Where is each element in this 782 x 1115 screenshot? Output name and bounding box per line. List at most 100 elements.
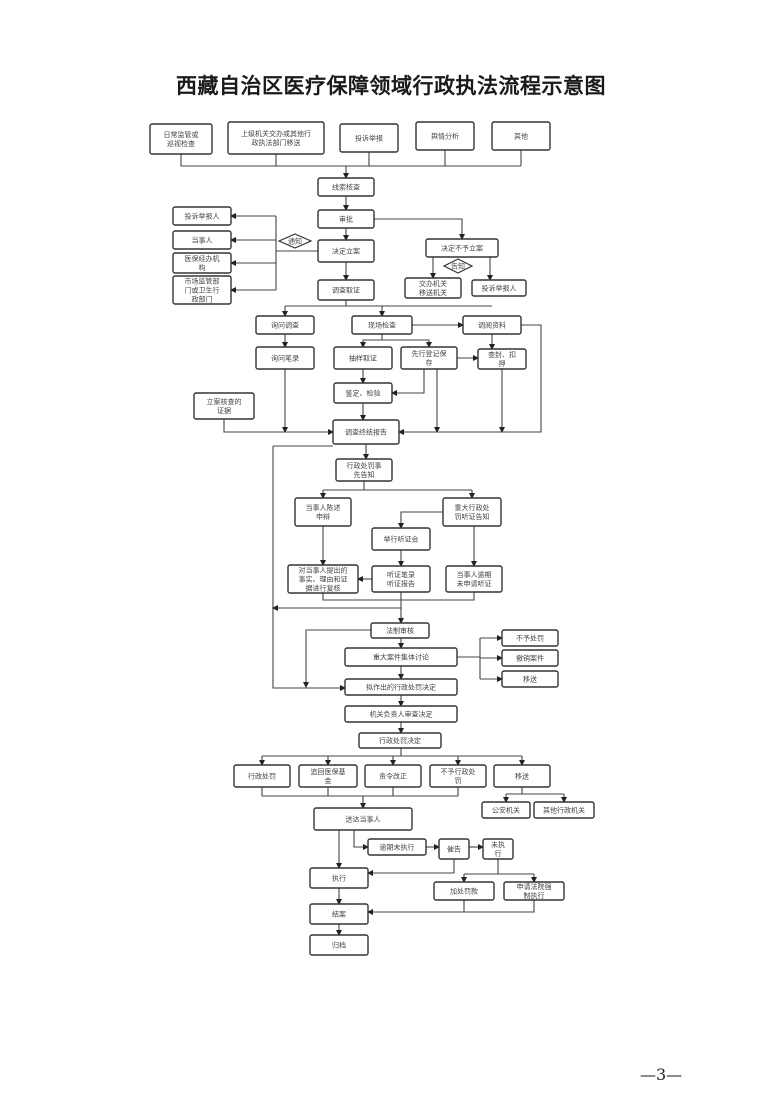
node-label: 证据 <box>217 406 231 415</box>
node-appraisal: 鉴定、检验 <box>333 382 393 404</box>
node-label: 构 <box>199 263 206 272</box>
node-label: 机关负责人审查决定 <box>370 710 433 719</box>
node-label: 法制审核 <box>386 626 414 635</box>
node-label: 听证报告 <box>387 579 415 588</box>
node-label: 罚 <box>455 777 462 785</box>
node-overdue: 逾期未执行 <box>367 838 427 856</box>
node-execute: 执行 <box>309 867 369 889</box>
node-box <box>172 252 232 274</box>
node-clue-check: 线索核查 <box>317 177 375 197</box>
node-box <box>333 382 393 404</box>
node-label: 调查取证 <box>332 286 360 295</box>
node-box <box>433 881 495 901</box>
node-notify-party: 当事人 <box>172 230 232 250</box>
node-source-other: 其他 <box>491 121 551 151</box>
node-label: 存 <box>426 358 433 367</box>
node-investigation-report: 调查终结报告 <box>332 419 400 445</box>
node-collective-discussion: 重大案件集体讨论 <box>344 647 458 667</box>
node-box <box>404 277 462 299</box>
node-out-transfer: 移送 <box>493 764 551 788</box>
node-box <box>482 838 514 860</box>
node-label: 立案核查的 <box>207 397 242 406</box>
node-label: 加处罚款 <box>450 887 478 896</box>
node-label: 不予处罚 <box>516 634 544 643</box>
node-source-complaint: 投诉举报 <box>339 123 399 153</box>
node-box <box>255 315 315 335</box>
node-box <box>493 764 551 788</box>
node-box <box>415 121 475 151</box>
node-no-penalty: 不予处罚 <box>501 629 559 647</box>
node-close-case: 结案 <box>309 903 369 925</box>
node-label: 鉴定、检验 <box>346 389 381 398</box>
node-box <box>298 764 358 788</box>
node-box <box>364 764 422 788</box>
node-box <box>442 497 502 527</box>
node-box <box>533 801 595 819</box>
node-decide-case: 决定立案 <box>317 239 375 263</box>
node-label: 调阅资料 <box>478 321 506 330</box>
node-box <box>172 206 232 226</box>
node-box <box>149 123 213 155</box>
flow-arrow <box>367 900 535 915</box>
node-box <box>193 392 255 420</box>
flow-arrow <box>272 600 402 611</box>
node-source-public: 舆情分析 <box>415 121 475 151</box>
node-box <box>462 315 522 335</box>
node-label: 公安机关 <box>492 806 520 815</box>
node-box <box>172 275 232 305</box>
node-box <box>294 497 352 527</box>
node-box <box>317 239 375 263</box>
node-label: 市场监管部 <box>185 277 220 286</box>
flow-arrow <box>360 334 383 348</box>
page-number: —3— <box>640 1065 683 1084</box>
node-label: 巡视检查 <box>167 139 195 148</box>
node-label: 未申请听证 <box>457 579 492 588</box>
node-other-agency: 其他行政机关 <box>533 801 595 819</box>
node-label: 行政处罚事 <box>347 461 382 470</box>
node-label: 未执 <box>491 840 505 849</box>
node-label: 归档 <box>332 941 346 950</box>
node-label: 移送 <box>523 675 537 684</box>
node-box <box>172 230 232 250</box>
node-label: 决定不予立案 <box>441 244 483 253</box>
node-notify-complainant2: 投诉举报人 <box>471 279 527 297</box>
node-label: 其他行政机关 <box>543 806 585 815</box>
node-sampling: 抽样取证 <box>333 346 393 370</box>
node-label: 上级机关交办或其他行 <box>241 129 311 138</box>
node-penalty-decision: 行政处罚决定 <box>358 732 442 749</box>
flow-arrow <box>353 830 369 850</box>
node-box <box>471 279 527 297</box>
node-box <box>491 121 551 151</box>
node-box <box>333 346 393 370</box>
node-revoke-case: 撤销案件 <box>501 649 559 667</box>
node-label: 移送 <box>515 772 529 781</box>
node-label: 重大案件集体讨论 <box>373 653 429 662</box>
node-label: 拟作出的行政处罚决定 <box>366 683 436 692</box>
node-label: 行 <box>495 849 502 858</box>
node-label: 当事人陈述 <box>306 503 341 512</box>
node-box <box>445 565 503 593</box>
node-onsite: 现场检查 <box>351 315 413 335</box>
node-box <box>501 649 559 667</box>
node-notify-complainant: 投诉举报人 <box>172 206 232 226</box>
node-label: 逾期未执行 <box>380 843 415 852</box>
node-box <box>429 764 487 788</box>
flow-arrow <box>398 511 443 529</box>
node-label: 投诉举报人 <box>185 212 220 221</box>
node-label: 事实、理由和证 <box>299 575 348 584</box>
node-label: 重大行政处 <box>455 503 490 512</box>
node-label: 政部门 <box>192 295 213 304</box>
node-legal-review: 法制审核 <box>370 622 430 639</box>
node-label: 抽样取证 <box>349 354 377 363</box>
flow-arrow <box>374 218 465 240</box>
node-box <box>309 934 369 956</box>
node-box <box>358 732 442 749</box>
node-label: 门或卫生行 <box>185 286 220 295</box>
node-box <box>335 458 393 482</box>
